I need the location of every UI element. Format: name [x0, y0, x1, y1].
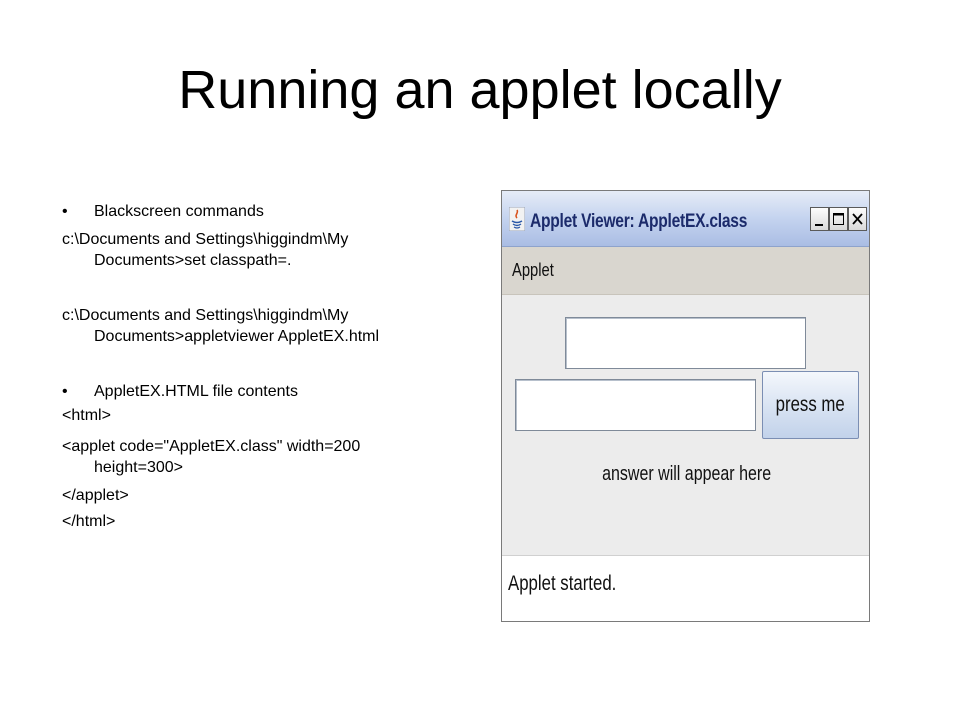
- html-open-tag: <html>: [62, 407, 111, 424]
- html-close-tag: </html>: [62, 513, 116, 530]
- applet-panel: press me answer will appear here: [502, 295, 869, 555]
- answer-label: answer will appear here: [502, 463, 869, 486]
- press-me-label: press me: [775, 393, 846, 416]
- slide-content: • Blackscreen commands c:\Documents and …: [62, 203, 380, 530]
- command-2-line-2: Documents>appletviewer AppletEX.html: [94, 328, 380, 345]
- menu-bar: Applet: [502, 247, 869, 295]
- close-button[interactable]: [848, 207, 867, 231]
- minimize-button[interactable]: [810, 207, 829, 231]
- java-icon: [508, 206, 526, 232]
- top-text-field[interactable]: [565, 317, 806, 369]
- bullet-blackscreen-commands: Blackscreen commands: [94, 203, 264, 220]
- applet-viewer-window: Applet Viewer: AppletEX.class Applet pre…: [501, 190, 870, 622]
- status-text: Applet started.: [508, 572, 617, 595]
- command-2-line-1: c:\Documents and Settings\higgindm\My: [62, 307, 349, 324]
- answer-text: answer will appear here: [601, 463, 771, 485]
- applet-tag-line-2: height=300>: [94, 459, 183, 476]
- close-icon: [852, 213, 863, 225]
- input-text-field[interactable]: [515, 379, 756, 431]
- bullet-marker: •: [62, 383, 68, 400]
- slide-title: Running an applet locally: [178, 60, 782, 120]
- bullet-html-file-contents: AppletEX.HTML file contents: [94, 383, 298, 400]
- applet-tag-line-1: <applet code="AppletEX.class" width=200: [62, 438, 361, 455]
- applet-close-tag: </applet>: [62, 487, 129, 504]
- maximize-button[interactable]: [829, 207, 848, 231]
- window-titlebar[interactable]: Applet Viewer: AppletEX.class: [502, 191, 869, 247]
- press-me-button[interactable]: press me: [762, 371, 859, 439]
- maximize-icon: [833, 213, 844, 225]
- command-1-line-2: Documents>set classpath=.: [94, 252, 292, 269]
- bullet-marker: •: [62, 203, 68, 220]
- menu-applet[interactable]: Applet: [512, 260, 554, 280]
- window-title: Applet Viewer: AppletEX.class: [530, 211, 748, 232]
- status-bar: Applet started.: [502, 555, 869, 621]
- minimize-icon: [815, 224, 823, 226]
- command-1-line-1: c:\Documents and Settings\higgindm\My: [62, 231, 349, 248]
